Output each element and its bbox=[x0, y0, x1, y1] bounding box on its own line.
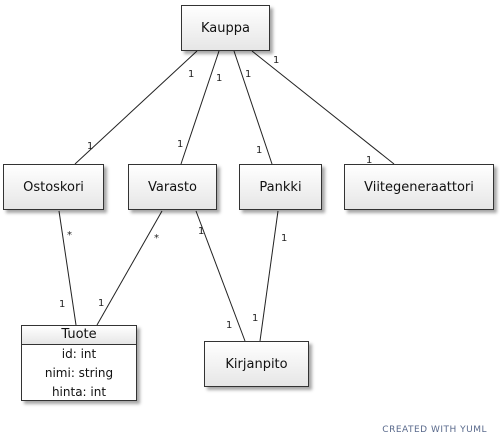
class-varasto[interactable]: Varasto bbox=[128, 164, 217, 210]
mult-kauppa-viitegeneraattori-from: 1 bbox=[273, 55, 280, 66]
edge-kauppa-pankki bbox=[233, 50, 273, 165]
mult-kauppa-ostoskori-to: 1 bbox=[87, 141, 94, 152]
edge-kauppa-varasto bbox=[180, 50, 220, 165]
class-kauppa[interactable]: Kauppa bbox=[181, 5, 270, 51]
class-kauppa-label: Kauppa bbox=[201, 20, 250, 36]
mult-kauppa-varasto-from: 1 bbox=[216, 73, 223, 84]
class-pankki-label: Pankki bbox=[259, 179, 302, 195]
mult-pankki-kirjanpito-to: 1 bbox=[252, 313, 259, 324]
mult-kauppa-ostoskori-from: 1 bbox=[188, 69, 195, 80]
class-kirjanpito[interactable]: Kirjanpito bbox=[204, 341, 309, 387]
class-kirjanpito-label: Kirjanpito bbox=[225, 356, 288, 372]
mult-varasto-kirjanpito-from: 1 bbox=[198, 226, 205, 237]
mult-varasto-tuote-to: 1 bbox=[98, 298, 105, 309]
mult-ostoskori-tuote-from: * bbox=[67, 230, 72, 241]
edge-varasto-kirjanpito bbox=[195, 210, 246, 342]
class-pankki[interactable]: Pankki bbox=[239, 164, 322, 210]
class-tuote-attr-hinta: hinta: int bbox=[51, 385, 107, 399]
mult-kauppa-viitegeneraattori-to: 1 bbox=[366, 155, 373, 166]
mult-varasto-tuote-from: * bbox=[154, 233, 159, 244]
class-ostoskori-label: Ostoskori bbox=[23, 179, 84, 195]
class-ostoskori[interactable]: Ostoskori bbox=[3, 164, 104, 210]
yuml-footer: CREATED WITH YUML bbox=[382, 425, 487, 435]
mult-ostoskori-tuote-to: 1 bbox=[59, 299, 66, 310]
class-tuote-attr-id: id: int bbox=[61, 347, 97, 361]
mult-kauppa-varasto-to: 1 bbox=[177, 139, 184, 150]
class-viitegeneraattori-label: Viitegeneraattori bbox=[364, 179, 474, 195]
class-varasto-label: Varasto bbox=[148, 179, 197, 195]
mult-kauppa-pankki-to: 1 bbox=[256, 145, 263, 156]
edge-kauppa-viitegeneraattori bbox=[251, 50, 395, 165]
mult-pankki-kirjanpito-from: 1 bbox=[281, 233, 288, 244]
class-tuote-attr-nimi: nimi: string bbox=[44, 366, 114, 380]
edge-kauppa-ostoskori bbox=[74, 50, 198, 165]
class-viitegeneraattori[interactable]: Viitegeneraattori bbox=[344, 164, 494, 210]
class-tuote[interactable]: Tuote id: int nimi: string hinta: int bbox=[21, 325, 137, 401]
mult-kauppa-pankki-from: 1 bbox=[245, 69, 252, 80]
edge-pankki-kirjanpito bbox=[259, 210, 279, 342]
class-tuote-name: Tuote bbox=[22, 326, 136, 345]
mult-varasto-kirjanpito-to: 1 bbox=[226, 320, 233, 331]
edge-varasto-tuote bbox=[96, 210, 163, 326]
edge-ostoskori-tuote bbox=[58, 210, 77, 326]
